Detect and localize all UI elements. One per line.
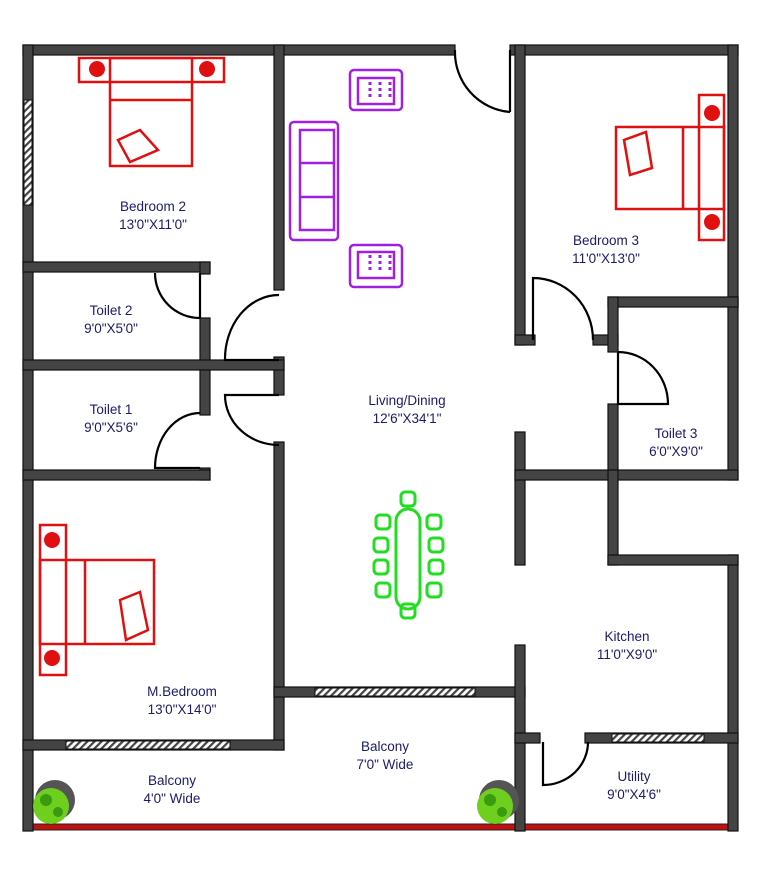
room-name-balcony-left: Balcony [148, 773, 196, 788]
room-size-toilet2: 9'0"X5'0" [84, 321, 138, 336]
room-size-toilet3: 6'0"X9'0" [649, 444, 703, 459]
room-name-toilet2: Toilet 2 [90, 303, 133, 318]
room-size-kitchen: 11'0"X9'0" [597, 647, 657, 662]
window-utility [611, 733, 705, 743]
door-utility[interactable] [541, 741, 590, 787]
door-toilet1[interactable] [153, 411, 201, 470]
room-name-bedroom2: Bedroom 2 [120, 199, 186, 214]
room-name-mbedroom: M.Bedroom [147, 684, 217, 699]
room-size-toilet1: 9'0"X5'6" [84, 420, 138, 435]
room-size-balcony-center: 7'0" Wide [357, 757, 414, 772]
window-living [314, 687, 476, 697]
door-toilet3[interactable] [616, 350, 670, 406]
room-name-utility: Utility [618, 769, 651, 784]
room-size-living: 12'6"X34'1" [373, 411, 442, 426]
room-name-toilet3: Toilet 3 [655, 426, 698, 441]
window-mbedroom [65, 740, 231, 750]
dining-table-icon [372, 490, 445, 620]
plant-icon [477, 780, 519, 824]
room-name-living: Living/Dining [368, 393, 445, 408]
bed-icon [614, 93, 726, 242]
walls [22, 44, 739, 832]
room-size-bedroom2: 13'0"X11'0" [119, 217, 187, 232]
room-size-mbedroom: 13'0"X14'0" [148, 702, 217, 717]
door-toilet2[interactable] [153, 272, 202, 320]
door-bedroom3[interactable] [531, 276, 595, 341]
bed-icon [38, 523, 156, 677]
armchair-icon [348, 243, 404, 289]
door-entrance[interactable] [453, 49, 512, 114]
room-size-utility: 9'0"X4'6" [607, 787, 661, 802]
room-name-bedroom3: Bedroom 3 [573, 233, 639, 248]
bed-icon [77, 56, 226, 168]
room-name-kitchen: Kitchen [604, 629, 649, 644]
plant-icon [33, 780, 75, 824]
armchair-icon [348, 68, 404, 112]
window-bedroom2 [23, 99, 33, 206]
sofa-icon [288, 120, 340, 242]
room-name-balcony-center: Balcony [361, 739, 409, 754]
door-bedroom2[interactable] [223, 293, 280, 362]
room-size-bedroom3: 11'0"X13'0" [572, 251, 640, 266]
door-passage[interactable] [223, 393, 280, 447]
room-size-balcony-left: 4'0" Wide [144, 791, 201, 806]
balcony-railing [27, 823, 734, 831]
room-name-toilet1: Toilet 1 [90, 402, 133, 417]
